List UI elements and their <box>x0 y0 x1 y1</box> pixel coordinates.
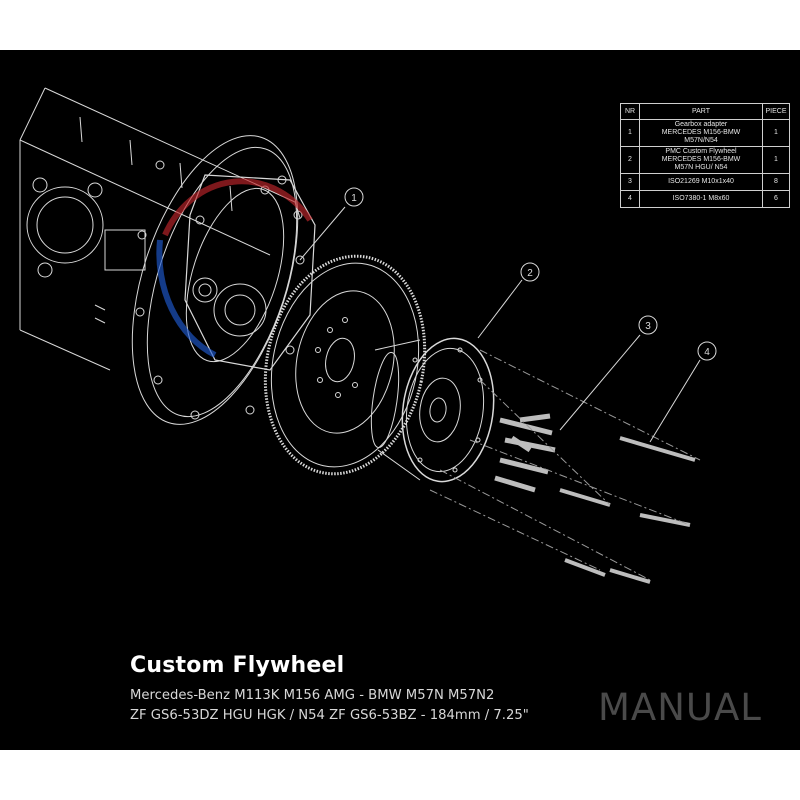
product-subtitle-line-2: ZF GS6-53DZ HGU HGK / N54 ZF GS6-53BZ - … <box>130 708 529 723</box>
engine-block <box>19 87 301 371</box>
parts-table-header: NR PART PIECE <box>620 103 790 120</box>
row-piece: 1 <box>762 146 790 174</box>
table-row: 1 Gearbox adapter MERCEDES M156-BMW M57N… <box>620 119 790 147</box>
part-line: M57N HGU/ N54 <box>674 164 728 171</box>
row-piece: 8 <box>762 173 790 191</box>
part-line: M57N/N54 <box>684 137 718 144</box>
bellhousing-plate <box>131 135 305 425</box>
row-part: ISO7380-1 M8x60 <box>639 190 763 208</box>
table-row: 2 PMC Custom Flywheel MERCEDES M156-BMW … <box>620 146 790 174</box>
row-piece: 6 <box>762 190 790 208</box>
header-nr: NR <box>620 103 640 120</box>
part-line: ISO21269 M10x1x40 <box>668 178 734 185</box>
row-nr: 4 <box>620 190 640 208</box>
callout-1-label: 1 <box>351 193 357 204</box>
row-part: Gearbox adapter MERCEDES M156-BMW M57N/N… <box>639 119 763 147</box>
header-part: PART <box>639 103 763 120</box>
manual-badge: MANUAL <box>598 686 762 729</box>
brand-logo-watermark <box>156 178 313 358</box>
part-line: Gearbox adapter <box>674 121 728 128</box>
row-nr: 3 <box>620 173 640 191</box>
part-line: MERCEDES M156-BMW <box>661 156 741 163</box>
row-nr: 2 <box>620 146 640 174</box>
table-row: 4 ISO7380-1 M8x60 6 <box>620 190 790 208</box>
parts-table: NR PART PIECE 1 Gearbox adapter MERCEDES… <box>620 103 790 208</box>
callout-4-label: 4 <box>704 347 710 358</box>
bolts-m8 <box>559 436 696 584</box>
part-line: PMC Custom Flywheel <box>665 148 737 155</box>
product-title: Custom Flywheel <box>130 653 345 678</box>
callout-3: 3 <box>559 315 658 431</box>
flywheel-hub <box>370 337 495 483</box>
row-part: ISO21269 M10x1x40 <box>639 173 763 191</box>
callout-1: 1 <box>299 187 364 261</box>
part-line: MERCEDES M156-BMW <box>661 129 741 136</box>
part-line: ISO7380-1 M8x60 <box>672 195 730 202</box>
table-row: 3 ISO21269 M10x1x40 8 <box>620 173 790 191</box>
callout-2: 2 <box>477 262 540 339</box>
row-part: PMC Custom Flywheel MERCEDES M156-BMW M5… <box>639 146 763 174</box>
row-nr: 1 <box>620 119 640 147</box>
header-piece: PIECE <box>762 103 790 120</box>
callout-3-label: 3 <box>645 321 651 332</box>
exploded-assembly-drawing: 1 2 3 4 <box>19 87 717 584</box>
gearbox-adapter <box>184 174 316 371</box>
product-subtitle-line-1: Mercedes-Benz M113K M156 AMG - BMW M57N … <box>130 688 495 703</box>
callout-2-label: 2 <box>527 268 533 279</box>
bolts-m10 <box>494 413 556 493</box>
drawing-canvas: 1 2 3 4 NR PART PIECE 1 <box>0 50 800 750</box>
flywheel-ring-gear <box>263 254 427 476</box>
row-piece: 1 <box>762 119 790 147</box>
callout-4: 4 <box>649 341 717 443</box>
assembly-centerlines <box>429 349 701 581</box>
